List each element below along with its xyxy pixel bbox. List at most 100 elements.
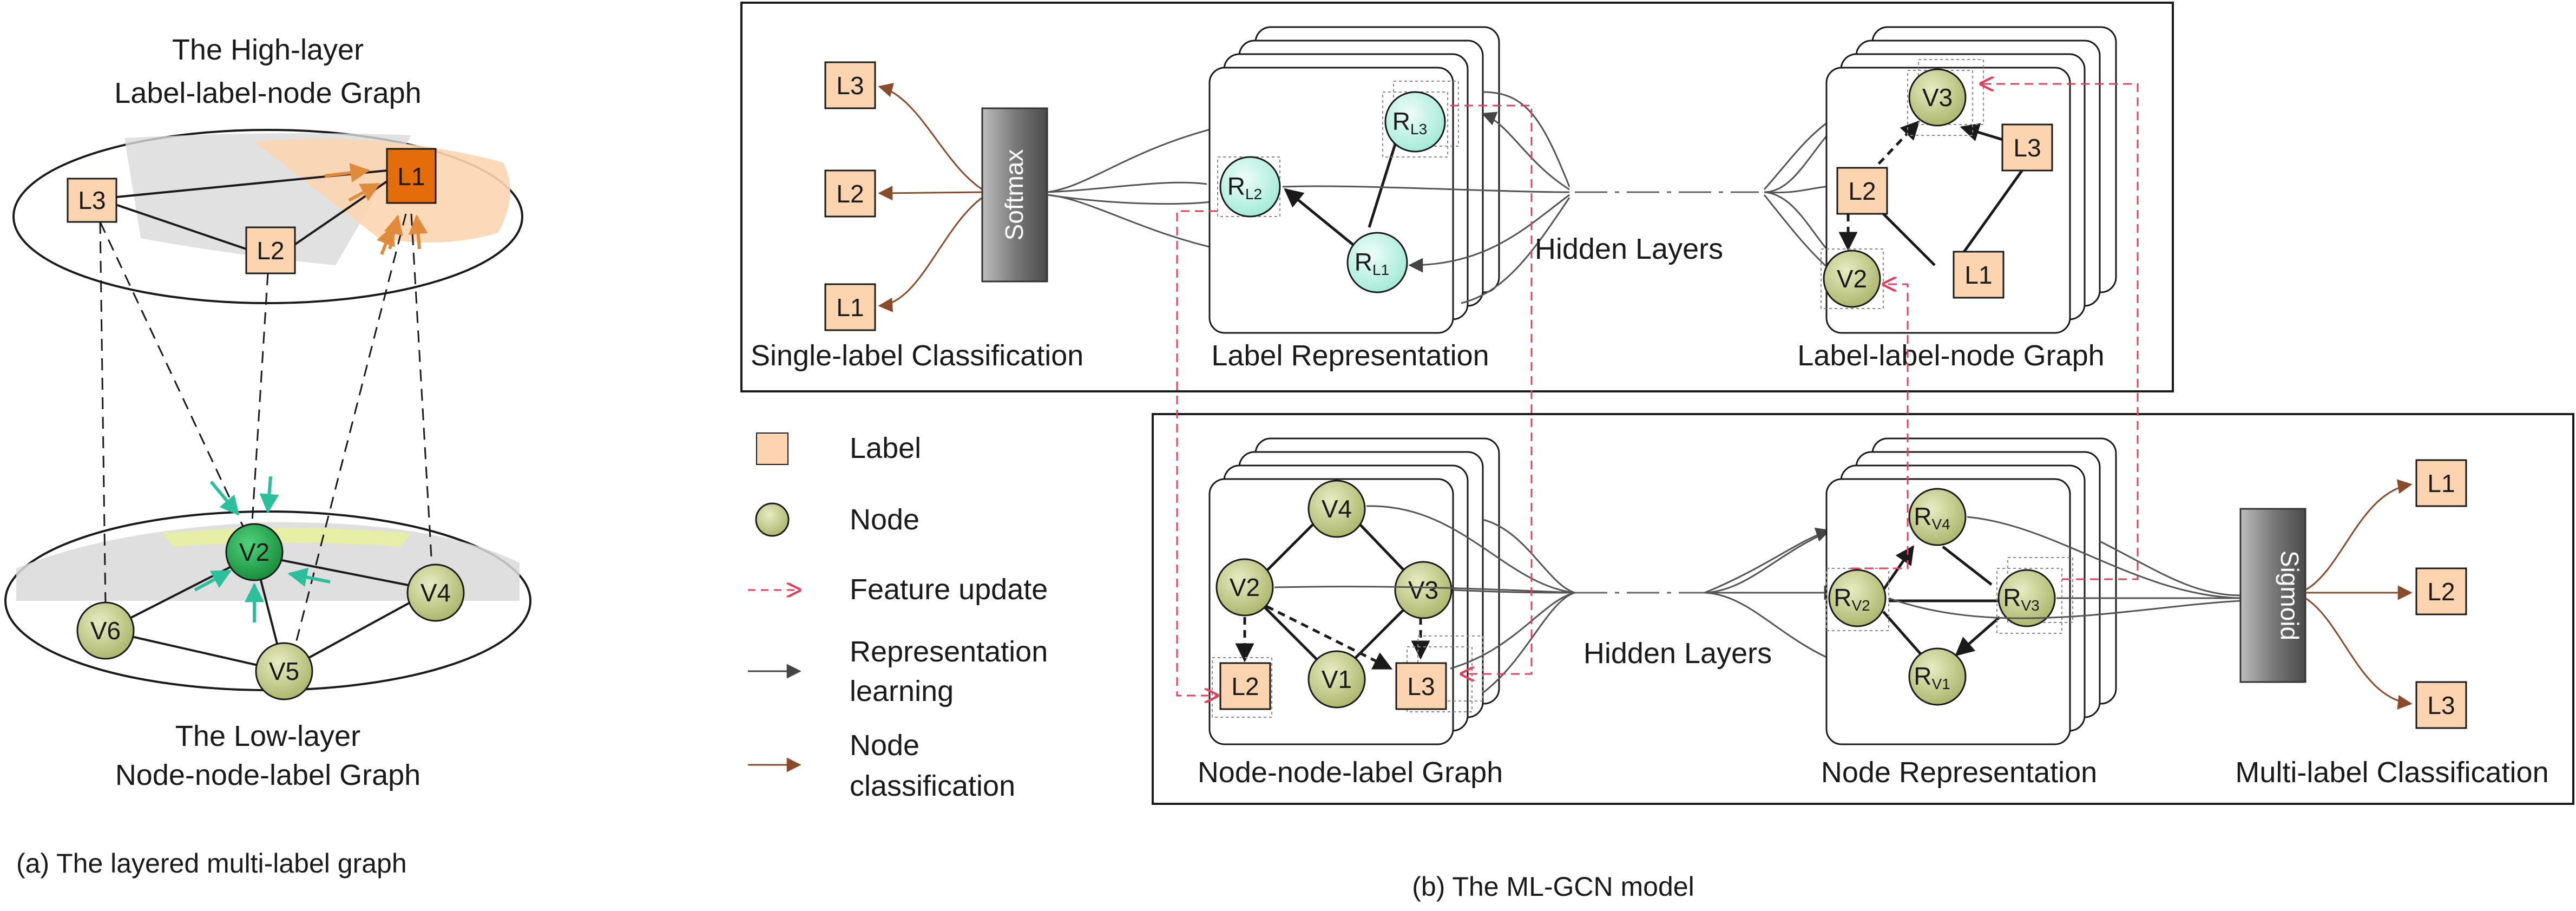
nnl-node-v3-label: V3 <box>1408 576 1438 604</box>
legend-node-text: Node <box>850 503 919 536</box>
low-node-v6 <box>76 601 135 660</box>
node-representation-caption: Node Representation <box>1821 756 2097 789</box>
nnl-node-v2-label: V2 <box>1230 573 1260 601</box>
legend-feature-update-text: Feature update <box>850 573 1048 606</box>
panel-b-top: L3 L2 L1 Softmax <box>740 2 2174 392</box>
node-rep-rv3-label: RV3 <box>2003 584 2039 614</box>
nnl-node-v4 <box>1307 480 1366 538</box>
legend-node-classification-text-1: Node <box>850 729 919 762</box>
llg-node-v3 <box>1908 68 1967 127</box>
low-node-v6-label: V6 <box>90 617 121 645</box>
legend-representation-learning-text-1: Representation <box>850 635 1048 668</box>
node-rep-to-sigmoid-curves <box>1888 516 2241 619</box>
nnl-node-l3 <box>1395 662 1447 710</box>
llg-node-v3-label: V3 <box>1922 83 1953 112</box>
node-classification-arrows-a <box>324 163 428 255</box>
sigmoid-label: Sigmoid <box>2276 550 2304 640</box>
label-representation-caption: Label Representation <box>1211 339 1489 372</box>
low-node-v4 <box>406 563 465 622</box>
nnl-dashed-edges <box>1235 605 1430 670</box>
softmax-output-arrows <box>878 83 983 312</box>
node-rep-rv4-label: RV4 <box>1914 502 1950 533</box>
bottom-out-label-l2 <box>2415 567 2467 615</box>
bottom-hidden-layers-label: Hidden Layers <box>1583 637 1772 670</box>
low-layer-title-line2: Node-node-label Graph <box>115 759 420 791</box>
nnl-node-v4-label: V4 <box>1322 495 1352 523</box>
low-layer-title-line1: The Low-layer <box>175 720 360 752</box>
low-node-v5 <box>255 642 313 700</box>
bottom-out-label-l2-text: L2 <box>2427 578 2455 606</box>
legend: Label Node Feature update Representation… <box>748 432 1048 802</box>
top-out-label-l2 <box>824 169 876 218</box>
rep-node-rl2-label: RL2 <box>1227 172 1262 202</box>
nnl-node-v3 <box>1394 561 1453 619</box>
nnl-node-l2-label: L2 <box>1231 672 1259 700</box>
llg-node-l2-label: L2 <box>1848 177 1876 205</box>
node-rep-rv1-label: RV1 <box>1914 662 1950 692</box>
low-node-v2-highlighted <box>225 523 284 581</box>
node-node-label-graph-caption: Node-node-label Graph <box>1198 756 1503 789</box>
top-out-label-l3 <box>824 61 876 109</box>
llg-dashed-edges <box>1838 120 1920 251</box>
nnl-node-l2 <box>1219 662 1271 710</box>
rep-node-rl3-label: RL3 <box>1392 107 1427 137</box>
llg-node-l1-label: L1 <box>1964 261 1992 289</box>
top-out-label-l3-text: L3 <box>836 71 864 100</box>
high-node-l1-label: L1 <box>397 162 425 191</box>
legend-label-text: Label <box>850 432 921 464</box>
high-node-l3 <box>67 178 117 223</box>
legend-node-swatch <box>755 502 790 537</box>
softmax-bar <box>981 107 1048 283</box>
node-rep-rv2 <box>1828 569 1887 627</box>
low-node-v2-label: V2 <box>239 538 270 566</box>
rep-node-rl2 <box>1219 156 1281 218</box>
softmax-label: Softmax <box>1000 149 1028 241</box>
llg-node-v2 <box>1823 250 1881 308</box>
nnl-node-v1-label: V1 <box>1322 665 1352 693</box>
high-node-l2 <box>245 226 296 274</box>
high-node-l1-highlighted <box>386 148 437 204</box>
nnl-node-v1 <box>1307 650 1366 709</box>
top-out-label-l1-text: L1 <box>836 293 864 322</box>
inter-layer-dashed-lines <box>99 213 434 647</box>
sigmoid-output-arrows <box>2305 479 2413 710</box>
legend-node-classification-text-2: classification <box>850 770 1015 802</box>
nnl-node-v2 <box>1215 558 1274 617</box>
llg-node-v2-label: V2 <box>1837 265 1867 293</box>
llg-node-l1 <box>1953 251 2005 299</box>
llg-node-l3 <box>2001 123 2053 172</box>
top-frame <box>740 2 2174 392</box>
dashed-box-l2-bottom <box>1212 657 1272 718</box>
rep-node-rl3 <box>1384 91 1446 153</box>
bottom-out-label-l1-text: L1 <box>2427 469 2455 497</box>
node-rep-rv1 <box>1908 647 1967 706</box>
feature-update-paths <box>1176 84 2139 696</box>
dashed-box-rv2 <box>1826 568 1889 631</box>
caption-b: (b) The ML-GCN model <box>1412 871 1694 902</box>
single-label-classification-caption: Single-label Classification <box>751 339 1083 372</box>
high-layer-title-line1: The High-layer <box>172 34 364 66</box>
top-hidden-layers-label: Hidden Layers <box>1535 233 1723 265</box>
legend-representation-learning-text-2: learning <box>850 675 954 707</box>
nnl-to-hidden-curves <box>1274 505 1575 694</box>
bottom-out-label-l3 <box>2415 681 2467 729</box>
low-node-v4-label: V4 <box>420 579 451 607</box>
panel-b-bottom: V4 V2 V3 V1 L2 L3 Hidden Layers <box>1152 413 2574 805</box>
high-layer-title-line2: Label-label-node Graph <box>114 77 421 109</box>
bottom-out-label-l3-text: L3 <box>2427 691 2455 719</box>
sigmoid-bar <box>2239 508 2306 683</box>
llg-node-l3-label: L3 <box>2013 134 2041 162</box>
multi-label-classification-caption: Multi-label Classification <box>2235 756 2548 789</box>
nnl-node-l3-label: L3 <box>1407 672 1435 700</box>
bottom-out-label-l1 <box>2415 459 2467 507</box>
legend-label-swatch <box>756 432 788 465</box>
llg-node-l2 <box>1836 167 1888 215</box>
top-out-label-l2-text: L2 <box>836 180 864 208</box>
high-node-l3-label: L3 <box>78 186 106 214</box>
rep-node-rl1-label: RL1 <box>1355 248 1389 278</box>
high-node-l2-label: L2 <box>257 237 284 265</box>
node-rep-rv2-label: RV2 <box>1834 584 1870 614</box>
node-rep-rv3 <box>1997 569 2056 627</box>
low-node-v5-label: V5 <box>269 657 299 685</box>
